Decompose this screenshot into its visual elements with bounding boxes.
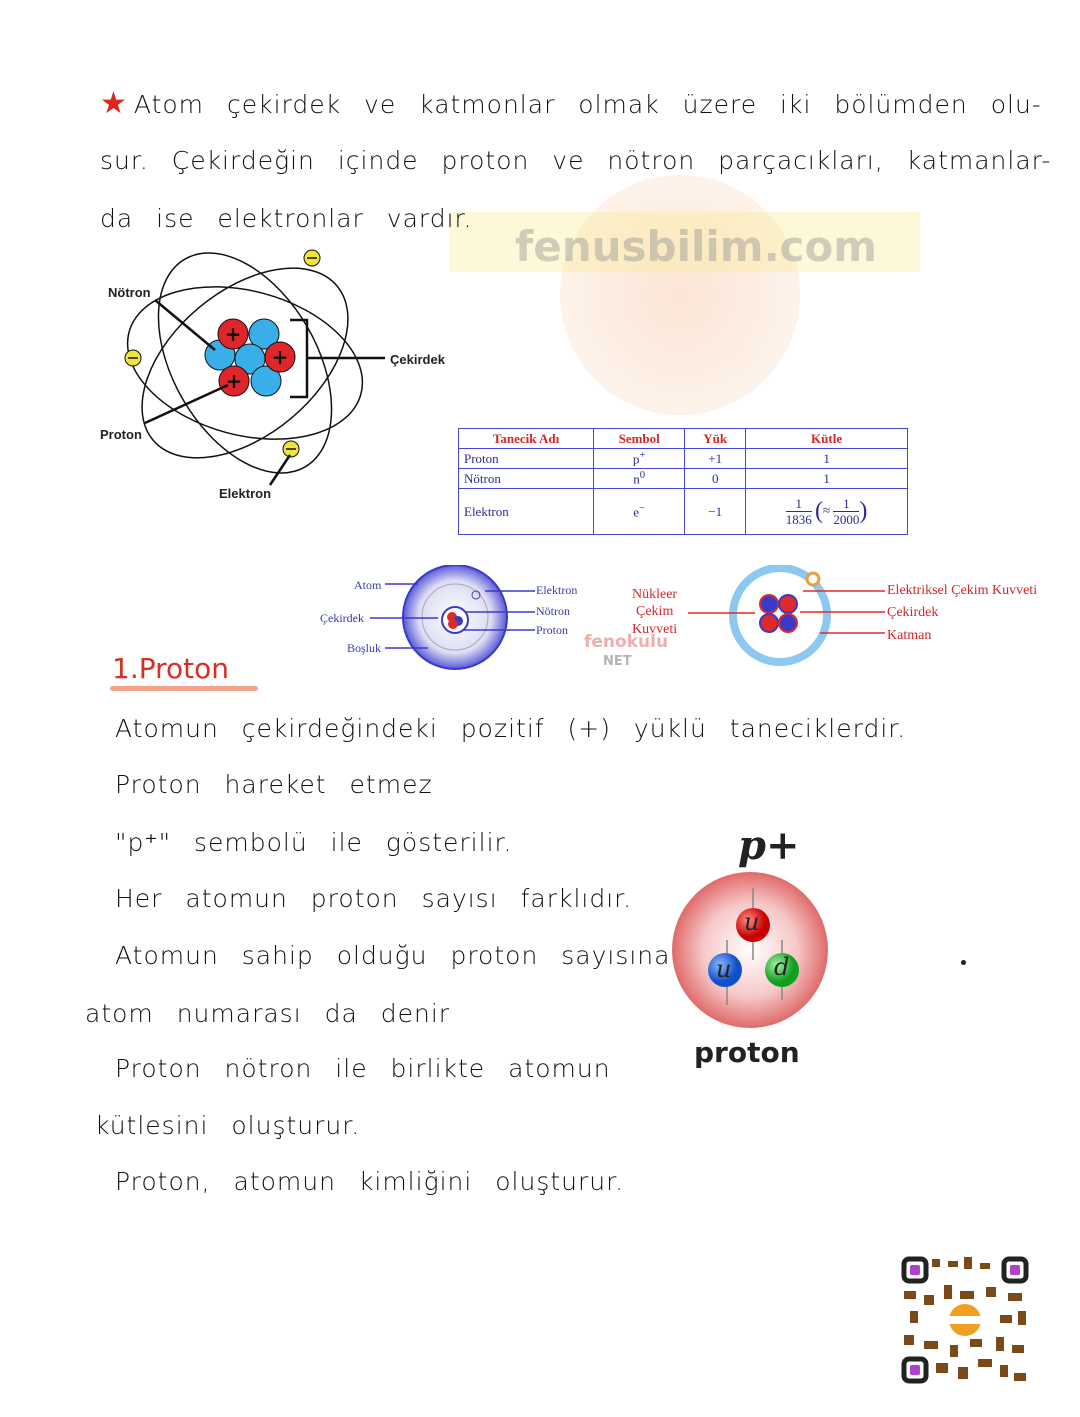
svg-text:+: + bbox=[226, 369, 243, 393]
cell-symbol: p+ bbox=[593, 448, 686, 469]
symbol-sup: + bbox=[639, 449, 646, 462]
proton-line-6: atom numarası da denir bbox=[85, 999, 451, 1028]
svg-text:+: + bbox=[225, 322, 242, 346]
proton-line-4: Her atomun proton sayısı farklıdır. bbox=[115, 884, 633, 913]
watermark-text: fenusbilim.com bbox=[515, 222, 878, 271]
intro-line-1: ★Atom çekirdek ve katmonlar olmak üzere … bbox=[100, 86, 1042, 121]
label-proton: Proton bbox=[100, 427, 142, 442]
label-electric-force: Elektriksel Çekim Kuvveti bbox=[887, 583, 1038, 598]
atom-diagram: + + + bbox=[124, 249, 385, 486]
proton-line-7: Proton nötron ile birlikte atomun bbox=[115, 1054, 611, 1083]
cell-charge: −1 bbox=[684, 488, 747, 535]
proton-line-9: Proton, atomun kimliğini oluşturur. bbox=[115, 1167, 625, 1196]
fenokulu-watermark: fenokulu bbox=[584, 632, 669, 652]
label-nucleus-left: Çekirdek bbox=[320, 611, 364, 625]
paren: ( bbox=[815, 498, 823, 524]
table-header-row: Tanecik Adı Sembol Yük Kütle bbox=[457, 428, 908, 449]
intro-text-1: Atom çekirdek ve katmonlar olmak üzere i… bbox=[133, 90, 1042, 119]
proton-line-8: kütlesini oluşturur. bbox=[95, 1111, 361, 1140]
numerator: 1 bbox=[785, 496, 812, 512]
table-row: Proton p+ +1 1 bbox=[457, 448, 908, 469]
header-mass: Kütle bbox=[745, 428, 908, 449]
cell-symbol: n0 bbox=[593, 468, 686, 489]
proton-caption: proton bbox=[694, 1036, 800, 1069]
section-title: 1.Proton bbox=[112, 652, 229, 685]
proton-line-3: "p⁺" sembolü ile gösterilir. bbox=[115, 828, 513, 857]
label-shell: Katman bbox=[887, 628, 932, 643]
label-electron-left: Elektron bbox=[536, 583, 578, 597]
watermark-band bbox=[450, 212, 920, 272]
denominator: 2000 bbox=[833, 512, 860, 527]
label-neutron-left: Nötron bbox=[536, 604, 570, 618]
label-nuclear-1: Nükleer bbox=[632, 587, 678, 602]
cell-mass: 1 bbox=[745, 448, 908, 469]
proton-line-5: Atomun sahip olduğu proton sayısına bbox=[115, 941, 671, 970]
label-nucleus: Çekirdek bbox=[390, 352, 445, 367]
net-watermark: NET bbox=[603, 654, 632, 669]
symbol: n bbox=[633, 471, 640, 487]
proton-quark-image bbox=[672, 872, 828, 1028]
proton-line-1: Atomun çekirdeğindeki pozitif (+) yüklü … bbox=[115, 714, 907, 743]
particle-table: Tanecik Adı Sembol Yük Kütle Proton p+ +… bbox=[457, 428, 908, 535]
proton-symbol: p+ bbox=[738, 822, 800, 869]
symbol: e bbox=[633, 504, 640, 520]
header-name: Tanecik Adı bbox=[457, 428, 595, 449]
quark-u-2: u bbox=[716, 955, 732, 983]
quark-u-1: u bbox=[744, 908, 760, 936]
svg-text:+: + bbox=[272, 345, 289, 369]
approx-sign: ≈ bbox=[823, 502, 831, 518]
cell-mass: 1 bbox=[745, 468, 908, 489]
header-charge: Yük bbox=[684, 428, 747, 449]
symbol-sup: − bbox=[639, 502, 646, 515]
cell-name: Elektron bbox=[457, 488, 595, 535]
paren: ) bbox=[859, 498, 868, 524]
proton-line-2: Proton hareket etmez bbox=[115, 770, 433, 799]
cell-charge: 0 bbox=[684, 468, 747, 489]
table-row: Nötron n0 0 1 bbox=[457, 468, 908, 489]
label-electron: Elektron bbox=[219, 486, 272, 501]
intro-line-2: sur. Çekirdeğin içinde proton ve nötron … bbox=[100, 146, 1052, 175]
label-atom: Atom bbox=[354, 578, 382, 592]
intro-line-3: da ise elektronlar vardır. bbox=[100, 204, 473, 233]
cell-symbol: e− bbox=[593, 488, 686, 535]
cell-charge: +1 bbox=[684, 448, 747, 469]
structure-diagrams bbox=[370, 565, 885, 670]
numerator: 1 bbox=[833, 496, 860, 512]
section-underline bbox=[110, 686, 258, 691]
symbol-sup: 0 bbox=[639, 469, 646, 482]
label-space: Boşluk bbox=[347, 641, 382, 655]
header-symbol: Sembol bbox=[593, 428, 686, 449]
cell-name: Nötron bbox=[457, 468, 595, 489]
cell-name: Proton bbox=[457, 448, 595, 469]
label-proton-left: Proton bbox=[536, 623, 569, 637]
red-star-icon: ★ bbox=[100, 86, 128, 121]
watermark-circle bbox=[560, 175, 800, 415]
label-nuclear-2: Çekim bbox=[636, 604, 674, 619]
dot bbox=[961, 960, 966, 965]
label-nuclear-3: Kuvveti bbox=[632, 622, 678, 637]
label-nucleus-right: Çekirdek bbox=[887, 605, 939, 620]
qr-code-icon[interactable] bbox=[900, 1255, 1030, 1385]
denominator: 1836 bbox=[785, 512, 812, 527]
symbol: p bbox=[632, 451, 640, 467]
label-neutron: Nötron bbox=[108, 285, 151, 300]
quark-d: d bbox=[774, 953, 790, 981]
